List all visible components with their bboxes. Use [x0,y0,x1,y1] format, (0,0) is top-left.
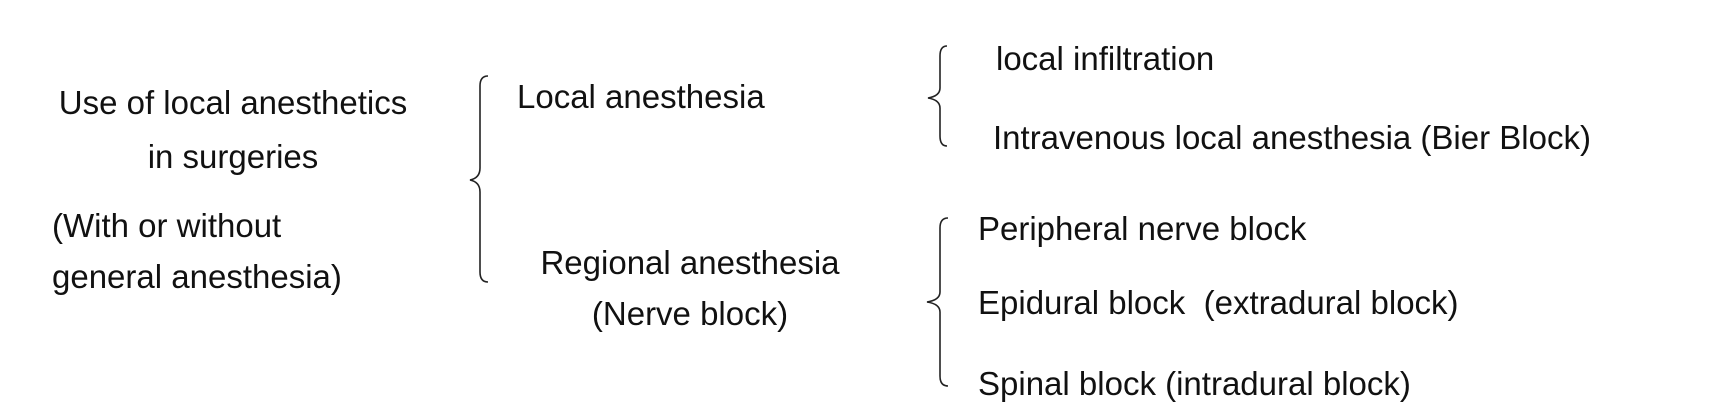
branch-local-anesthesia-label: Local anesthesia [517,78,765,115]
branch-regional-anesthesia-line2: (Nerve block) [591,295,789,332]
leaf-peripheral-nerve-block: Peripheral nerve block [978,210,1307,247]
root-label-line1: Use of local anesthetics [58,84,408,121]
root-note-line2: general anesthesia) [52,258,342,295]
leaf-local-infiltration: local infiltration [996,40,1215,77]
branch-regional-anesthesia-line1: Regional anesthesia [540,244,840,281]
leaf-spinal-block: Spinal block (intradural block) [978,365,1411,402]
local-anesthesia-brace [927,45,948,147]
regional-anesthesia-brace [926,217,949,387]
root-label-line2: in surgeries [147,138,319,175]
root-note-line1: (With or without [52,207,282,244]
leaf-epidural-block: Epidural block (extradural block) [978,284,1459,321]
root-brace [469,75,489,283]
leaf-intravenous-local-anesthesia: Intravenous local anesthesia (Bier Block… [993,119,1591,156]
